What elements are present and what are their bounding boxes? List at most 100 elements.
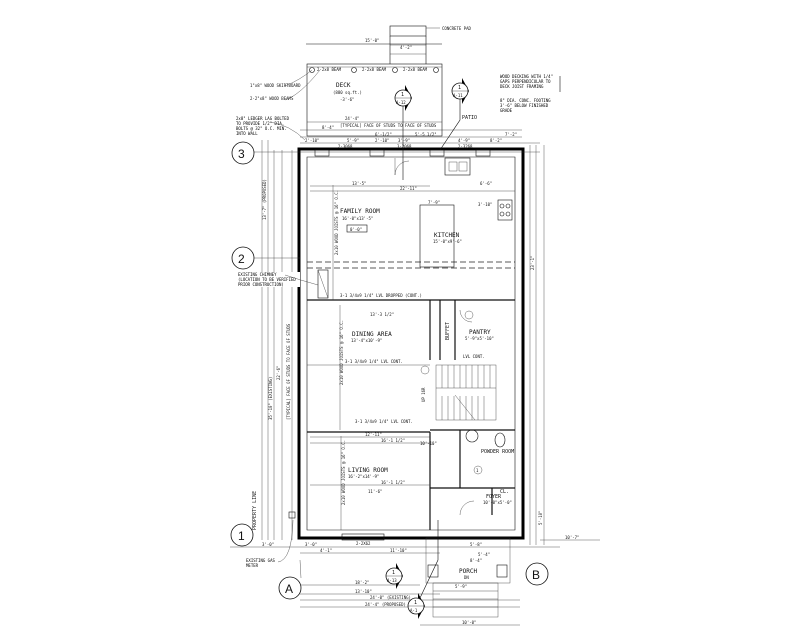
dim: 8'-4" (322, 125, 334, 130)
section-markers: 1 A-12 1 A-11 1 A-13 1 A-1 1 (385, 78, 483, 619)
note: [TYPICAL] FACE OF STUDS TO FACE OF STUDS (340, 123, 437, 128)
dim: 11'-6" (368, 489, 382, 494)
dim: 10'-7" (565, 535, 579, 540)
staircase: UP 16R (421, 364, 497, 421)
section-ref: A-13 (387, 578, 397, 583)
section-num: 1 (476, 468, 479, 473)
dim: 15'-0" (365, 38, 379, 43)
beam-note: 3-1 3/4x9 1/4" LVL DROPPED (CONT.) (340, 293, 422, 298)
room-size: 16'-0"x13'-5" (342, 216, 373, 221)
foyer-label: FOYER (486, 494, 502, 500)
cooktop (497, 199, 513, 221)
dim: 24'-0" (EXISTING) (370, 595, 411, 600)
dim: 6'-1/2" (375, 132, 392, 137)
exterior-walls: 2-3068 3-2068 2-3268 (240, 144, 540, 540)
dim: 5'-8" (470, 542, 482, 547)
buffet-label: BUFFET (445, 322, 451, 340)
grid-2: 2 (238, 252, 245, 266)
property-line-label: PROPERTY LINE (252, 491, 258, 530)
beam-label: 2-2x8 BEAM (362, 67, 387, 72)
grid-a: A (285, 582, 293, 596)
window-label: 2-3268 (458, 144, 473, 149)
dim: 8'-2" (490, 138, 502, 143)
joist-note: 2x10 WOOD JOISTS @ 16" O.C. (334, 190, 339, 255)
decking-note: WOOD DECKING WITH 1/4" GAPS PERPENDICULA… (500, 74, 553, 89)
dim: 16'-1 1/2" (381, 438, 405, 443)
dim: 3'-0" (305, 542, 317, 547)
grid-markers: 3 2 1 A B (230, 141, 549, 600)
sink (444, 157, 471, 176)
living-room-label: LIVING ROOM (348, 467, 388, 474)
kitchen-label: KITCHEN (434, 232, 460, 239)
dim: 24'-4" (345, 116, 359, 121)
dim: 2'-10" (375, 138, 389, 143)
dim: 18'-2" (355, 580, 369, 585)
porch: PORCH DN 8'-4" 5'-9" (425, 537, 511, 618)
section-ref: A-12 (396, 100, 406, 105)
dim: 10'-0" (462, 620, 476, 625)
room-size: 10'-0"x5'-0" (483, 500, 512, 505)
concrete-pad-stairs: CONCRETE PAD 4'-2" (389, 25, 471, 64)
room-elev: 0'-0" (350, 227, 362, 232)
room-size: 5'-9"x5'-10" (465, 336, 494, 341)
dim: 4'-1" (320, 548, 332, 553)
dim: 22'-6" (276, 366, 281, 380)
dim: 12'-11" (365, 432, 382, 437)
grid-3: 3 (238, 147, 245, 161)
note: 1"x8" WOOD SKIRTBOARD (250, 83, 301, 88)
section-num: 1 (401, 92, 404, 98)
dim: 10'-10" (420, 441, 437, 446)
joist-note: 2x10 WOOD JOISTS @ 16" O.C. (339, 320, 344, 385)
dim: 22'-11" (400, 186, 417, 191)
interior-walls: UP 16R 2-2X62 (307, 157, 515, 546)
chimney (317, 269, 329, 299)
beam-label: 2-2x8 BEAM (403, 67, 428, 72)
dim: 7'-2" (505, 132, 517, 137)
section-ref: A-11 (453, 93, 463, 98)
stair-label: UP 16R (421, 387, 426, 402)
toilet (494, 432, 506, 448)
dim: 3'-0" (262, 542, 274, 547)
dim: 4'-2" (400, 45, 412, 50)
beam-note: 3-1 3/4x9 1/4" LVL CONT. (345, 359, 403, 364)
beam-note: LVL CONT. (463, 354, 485, 359)
dim: 23'-1" (530, 256, 535, 270)
dim: 5'-5 1/2" (415, 132, 437, 137)
dim: 2'-10" (305, 138, 319, 143)
family-room-label: FAMILY ROOM (340, 208, 380, 215)
porch-label: PORCH (459, 568, 477, 575)
section-num: 1 (392, 570, 395, 576)
room-labels: FAMILY ROOM 16'-0"x13'-5" 0'-0" KITCHEN … (340, 208, 514, 505)
left-annotations: 13'-7" (PROPOSED) 35'-10" (EXISTING) 22'… (238, 140, 319, 568)
deck-elev: -3'-6" (340, 97, 354, 102)
beam-note: 3-1 3/4x9 1/4" LVL CONT. (355, 419, 413, 424)
dim: 13'-7" (PROPOSED) (262, 179, 267, 220)
section-num: 1 (414, 600, 417, 606)
lavatory (465, 429, 479, 443)
right-annotations: 23'-1" 5'-10" 10'-7" (529, 145, 600, 545)
room-size: 15'-0"x9'-6" (433, 239, 462, 244)
dim: 13'-5" (352, 181, 366, 186)
structural-notes: 3-1 3/4x9 1/4" LVL DROPPED (CONT.) 3-1 3… (307, 185, 485, 530)
face-of-studs-vertical: [TYPICAL] FACE OF STUDS TO FACE OF STUDS (286, 323, 291, 420)
dim: 8'-4" (470, 558, 482, 563)
top-dimensions: 8'-4" 6'-1/2" 7'-2" 2'-10" 5'-9" 2'-10" … (300, 125, 540, 144)
dining-area-label: DINING AREA (352, 331, 392, 338)
dim: 5'-9" (455, 584, 467, 589)
dim: 5'-10" (538, 511, 543, 525)
window-label: 2-3068 (338, 144, 353, 149)
dim: 3'-10" (478, 202, 492, 207)
kitchen-island (419, 204, 455, 268)
deck: 15'-0" 2-2x8 BEAM 2-2x8 BEAM 2-2x8 BEAM … (236, 38, 443, 141)
deck-area: (880 sq.ft.) (333, 90, 362, 95)
bottom-dimensions: 3'-0" 3'-0" 4'-1" 11'-10" 5'-8" 5'-4" 18… (230, 542, 560, 626)
window-label: 3-2068 (397, 144, 412, 149)
dim: 6'-6" (480, 181, 492, 186)
dim: 4'-9" (458, 138, 470, 143)
room-size: 13'-4"x10'-9" (351, 338, 382, 343)
gas-meter (288, 511, 296, 519)
closet-label: CL. (500, 489, 509, 495)
dim: 35'-10" (EXISTING) (268, 377, 273, 420)
dim: 5'-4" (478, 552, 490, 557)
dim: 11'-10" (390, 548, 407, 553)
